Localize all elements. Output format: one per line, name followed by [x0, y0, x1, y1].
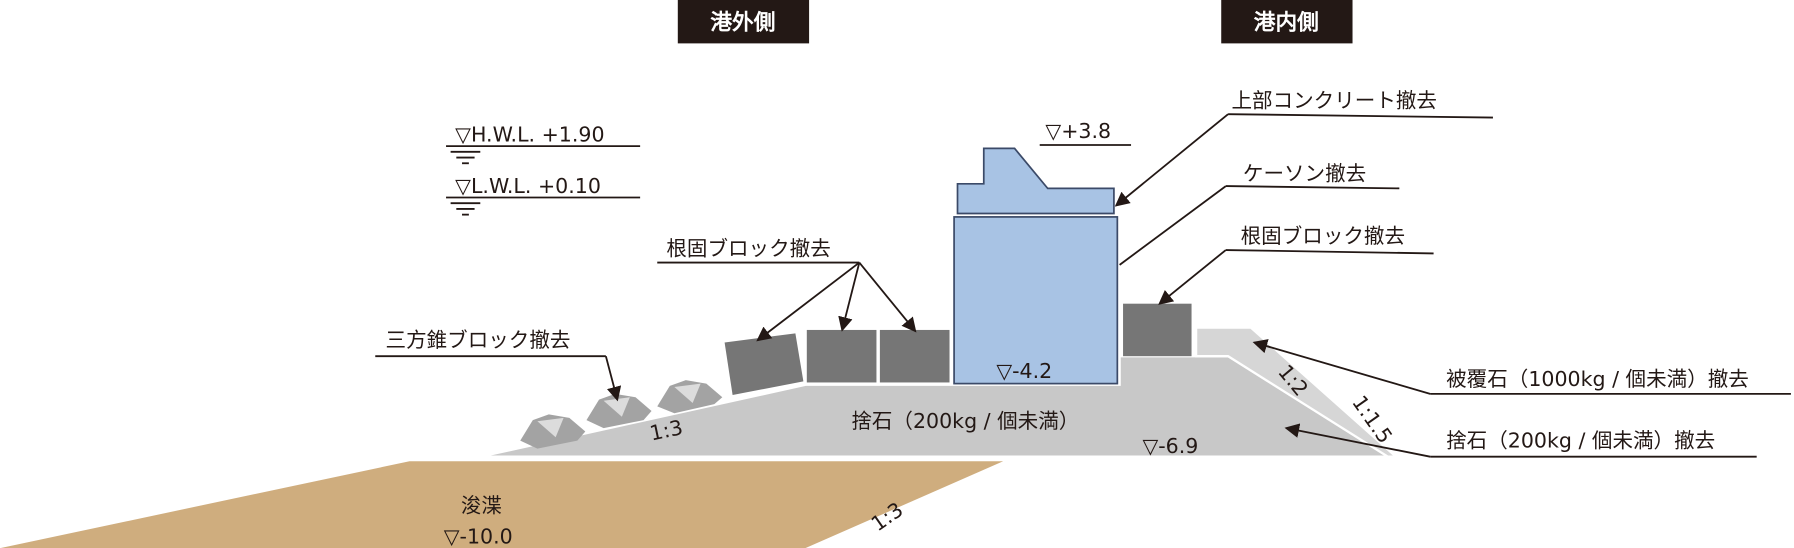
mound-bottom-level: ▽-6.9 [1142, 434, 1198, 458]
armor-stone-layer [1194, 326, 1399, 458]
callout-upper-concrete: 上部コンクリート撤去 [1114, 88, 1493, 207]
callout-upper-concrete-text: 上部コンクリート撤去 [1232, 88, 1437, 112]
hwl-marker: ▽H.W.L. +1.90 [446, 123, 641, 165]
callout-caisson: ケーソン撤去 [1119, 161, 1400, 266]
callout-armor-stone-text: 被覆石（1000kg / 個未満）撤去 [1446, 367, 1749, 391]
callout-foot-block-left: 根固ブロック撤去 [657, 237, 917, 342]
outer-harbor-tag: 港外側 [677, 0, 810, 44]
hwl-text: ▽H.W.L. +1.90 [455, 123, 604, 147]
callout-foot-block-right: 根固ブロック撤去 [1158, 224, 1434, 305]
callout-foot-block-left-text: 根固ブロック撤去 [666, 237, 830, 261]
callout-armor-stone: 被覆石（1000kg / 個未満）撤去 [1252, 339, 1791, 395]
lwl-marker: ▽L.W.L. +0.10 [446, 174, 641, 216]
tripod-blocks [520, 380, 723, 449]
upper-concrete [956, 147, 1115, 215]
foot-blocks-left [724, 329, 950, 396]
lwl-text: ▽L.W.L. +0.10 [455, 174, 601, 198]
inner-harbor-tag: 港内側 [1221, 0, 1353, 44]
crown-level: ▽+3.8 [1039, 119, 1132, 146]
rubble-label: 捨石（200kg / 個未満） [851, 409, 1079, 433]
foot-block [879, 329, 950, 383]
callout-tripod-block: 三方錐ブロック撤去 [375, 328, 622, 402]
dredge-label: 浚渫 [461, 494, 502, 518]
callout-tripod-block-text: 三方錐ブロック撤去 [386, 328, 571, 352]
crown-level-text: ▽+3.8 [1045, 119, 1111, 143]
foot-block [724, 333, 804, 396]
callout-rubble-removal: 捨石（200kg / 個未満）撤去 [1284, 423, 1757, 458]
dredge-area [0, 461, 1004, 548]
outer-harbor-label: 港外側 [710, 10, 775, 36]
caisson-bottom-level: ▽-4.2 [996, 359, 1052, 383]
dredge-depth-level: ▽-10.0 [444, 524, 513, 548]
foot-block [806, 329, 877, 383]
callout-foot-block-right-text: 根固ブロック撤去 [1241, 224, 1405, 248]
tripod-block [657, 380, 723, 414]
tripod-block [586, 393, 652, 429]
foot-block-right [1123, 303, 1192, 357]
caisson [953, 216, 1119, 385]
inner-harbor-label: 港内側 [1254, 11, 1319, 36]
callout-caisson-text: ケーソン撤去 [1243, 161, 1366, 185]
callout-rubble-removal-text: 捨石（200kg / 個未満）撤去 [1446, 429, 1715, 453]
tripod-block [520, 414, 586, 449]
